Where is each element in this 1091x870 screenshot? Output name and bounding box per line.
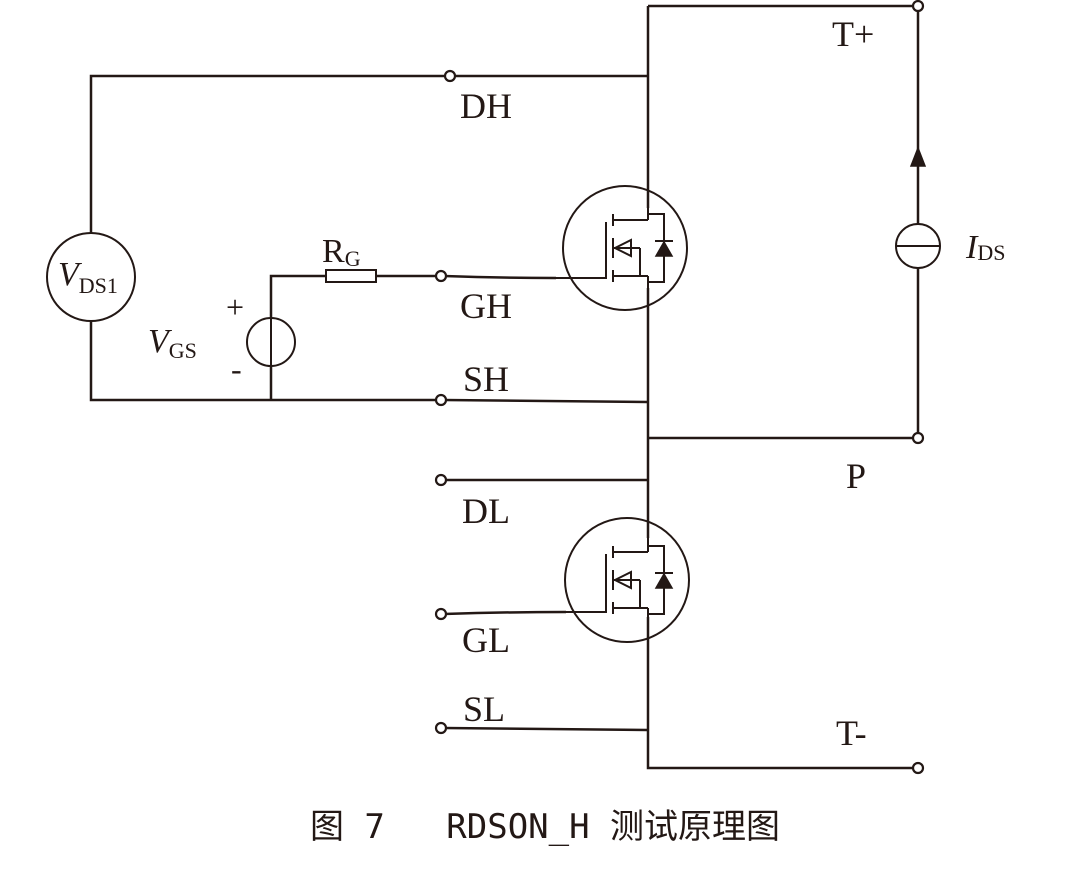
high-side-mosfet: [556, 185, 688, 311]
terminal-p: [911, 431, 925, 445]
label-vgs-plus: +: [226, 289, 244, 325]
low-side-mosfet: [564, 517, 690, 643]
label-p: P: [846, 456, 866, 496]
label-sl: SL: [463, 689, 505, 729]
current-source-branch: [895, 10, 941, 434]
terminal-gl: [434, 607, 448, 621]
label-sh: SH: [463, 359, 509, 399]
label-vds1: VDS1: [58, 256, 118, 298]
dh-wire: [89, 74, 649, 404]
label-dl: DL: [462, 491, 510, 531]
label-vgs: VGS: [148, 323, 197, 363]
terminal-t-plus: [911, 0, 925, 13]
main-bus: [646, 6, 915, 770]
terminal-sh: [434, 393, 448, 407]
label-vgs-minus: -: [231, 351, 242, 387]
terminal-dh: [443, 69, 457, 83]
voltmeter-vds1: [46, 232, 136, 322]
label-dh: DH: [460, 86, 512, 126]
label-gh: GH: [460, 286, 512, 326]
label-t-plus: T+: [832, 14, 874, 54]
terminal-gh: [434, 269, 448, 283]
label-gl: GL: [462, 620, 510, 660]
label-ids: IDS: [965, 229, 1005, 266]
gate-resistor: [325, 269, 377, 283]
label-gate-resistor: RG: [322, 233, 361, 271]
gate-drive: [246, 269, 557, 400]
terminal-sl: [434, 721, 448, 735]
low-side-wires: [443, 478, 649, 732]
current-direction-arrow: [909, 145, 927, 167]
terminal-t-minus: [911, 761, 925, 775]
terminal-dl: [434, 473, 448, 487]
figure-caption: 图 7 RDSON_H 测试原理图: [310, 807, 780, 847]
label-t-minus: T-: [836, 713, 867, 753]
